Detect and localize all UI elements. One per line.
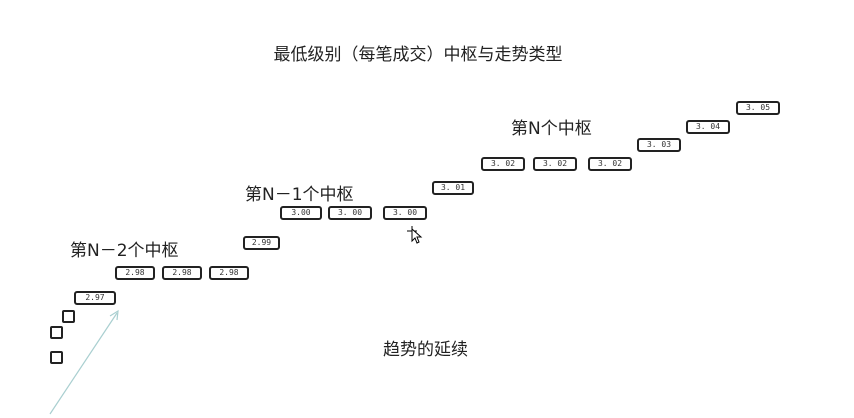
price-box: 3. 02 xyxy=(533,157,577,171)
label-pivot-n: 第N个中枢 xyxy=(511,119,592,139)
price-box: 3. 00 xyxy=(383,206,427,220)
price-box: 2.98 xyxy=(115,266,155,280)
price-box: 3. 01 xyxy=(432,181,474,195)
price-box: 2.98 xyxy=(209,266,249,280)
label-pivot-n-minus-2: 第N－2个中枢 xyxy=(70,241,179,261)
empty-price-box xyxy=(50,326,63,339)
label-pivot-n-minus-1: 第N－1个中枢 xyxy=(245,185,354,205)
price-box: 3.00 xyxy=(280,206,322,220)
price-box: 3. 05 xyxy=(736,101,780,115)
empty-price-box xyxy=(50,351,63,364)
price-box: 2.98 xyxy=(162,266,202,280)
diagram-title: 最低级别（每笔成交）中枢与走势类型 xyxy=(273,45,563,65)
price-box: 2.99 xyxy=(243,236,280,250)
label-trend-continuation: 趋势的延续 xyxy=(383,340,468,360)
empty-price-box xyxy=(62,310,75,323)
price-box: 3. 04 xyxy=(686,120,730,134)
price-box: 3. 02 xyxy=(481,157,525,171)
price-box: 3. 00 xyxy=(328,206,372,220)
price-box: 3. 03 xyxy=(637,138,681,152)
price-box: 3. 02 xyxy=(588,157,632,171)
move-cursor-icon xyxy=(407,226,423,244)
price-box: 2.97 xyxy=(74,291,116,305)
